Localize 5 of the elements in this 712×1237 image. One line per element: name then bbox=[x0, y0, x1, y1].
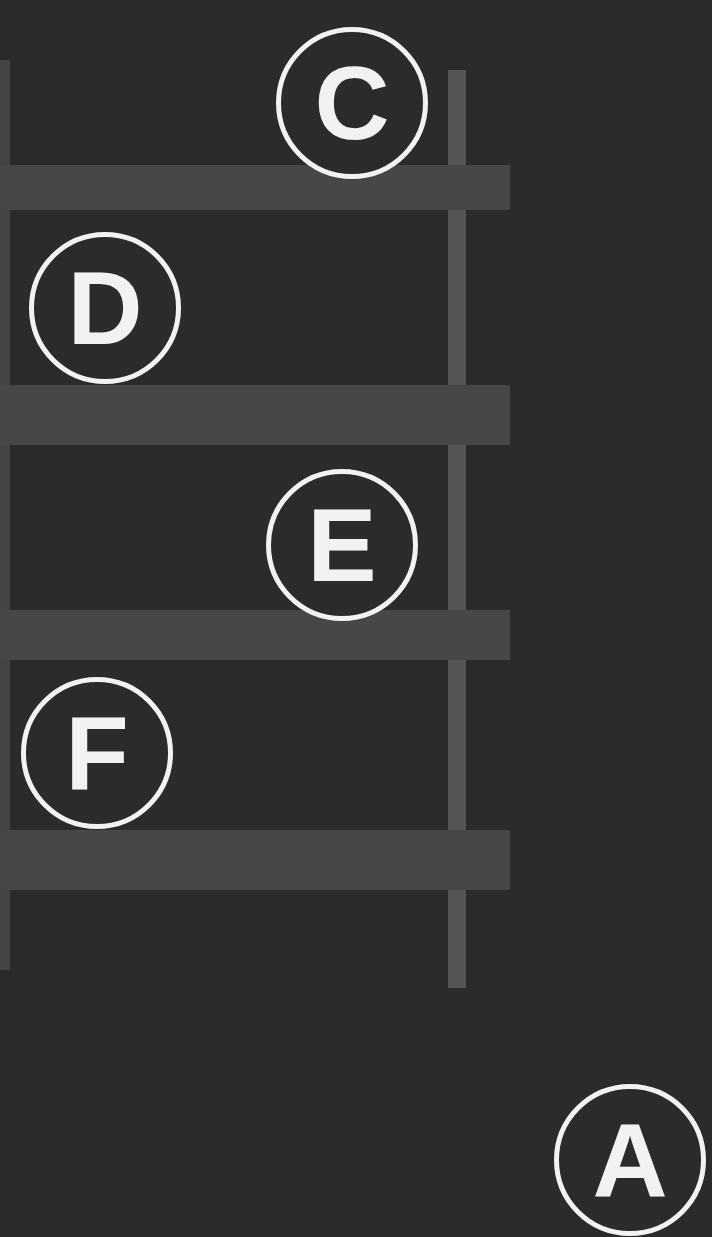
callout-letter: C bbox=[276, 27, 428, 179]
callout-letter: F bbox=[21, 677, 173, 829]
callout-letter: E bbox=[266, 469, 418, 621]
callout-letter: D bbox=[29, 232, 181, 384]
callout-letter: A bbox=[554, 1084, 706, 1236]
